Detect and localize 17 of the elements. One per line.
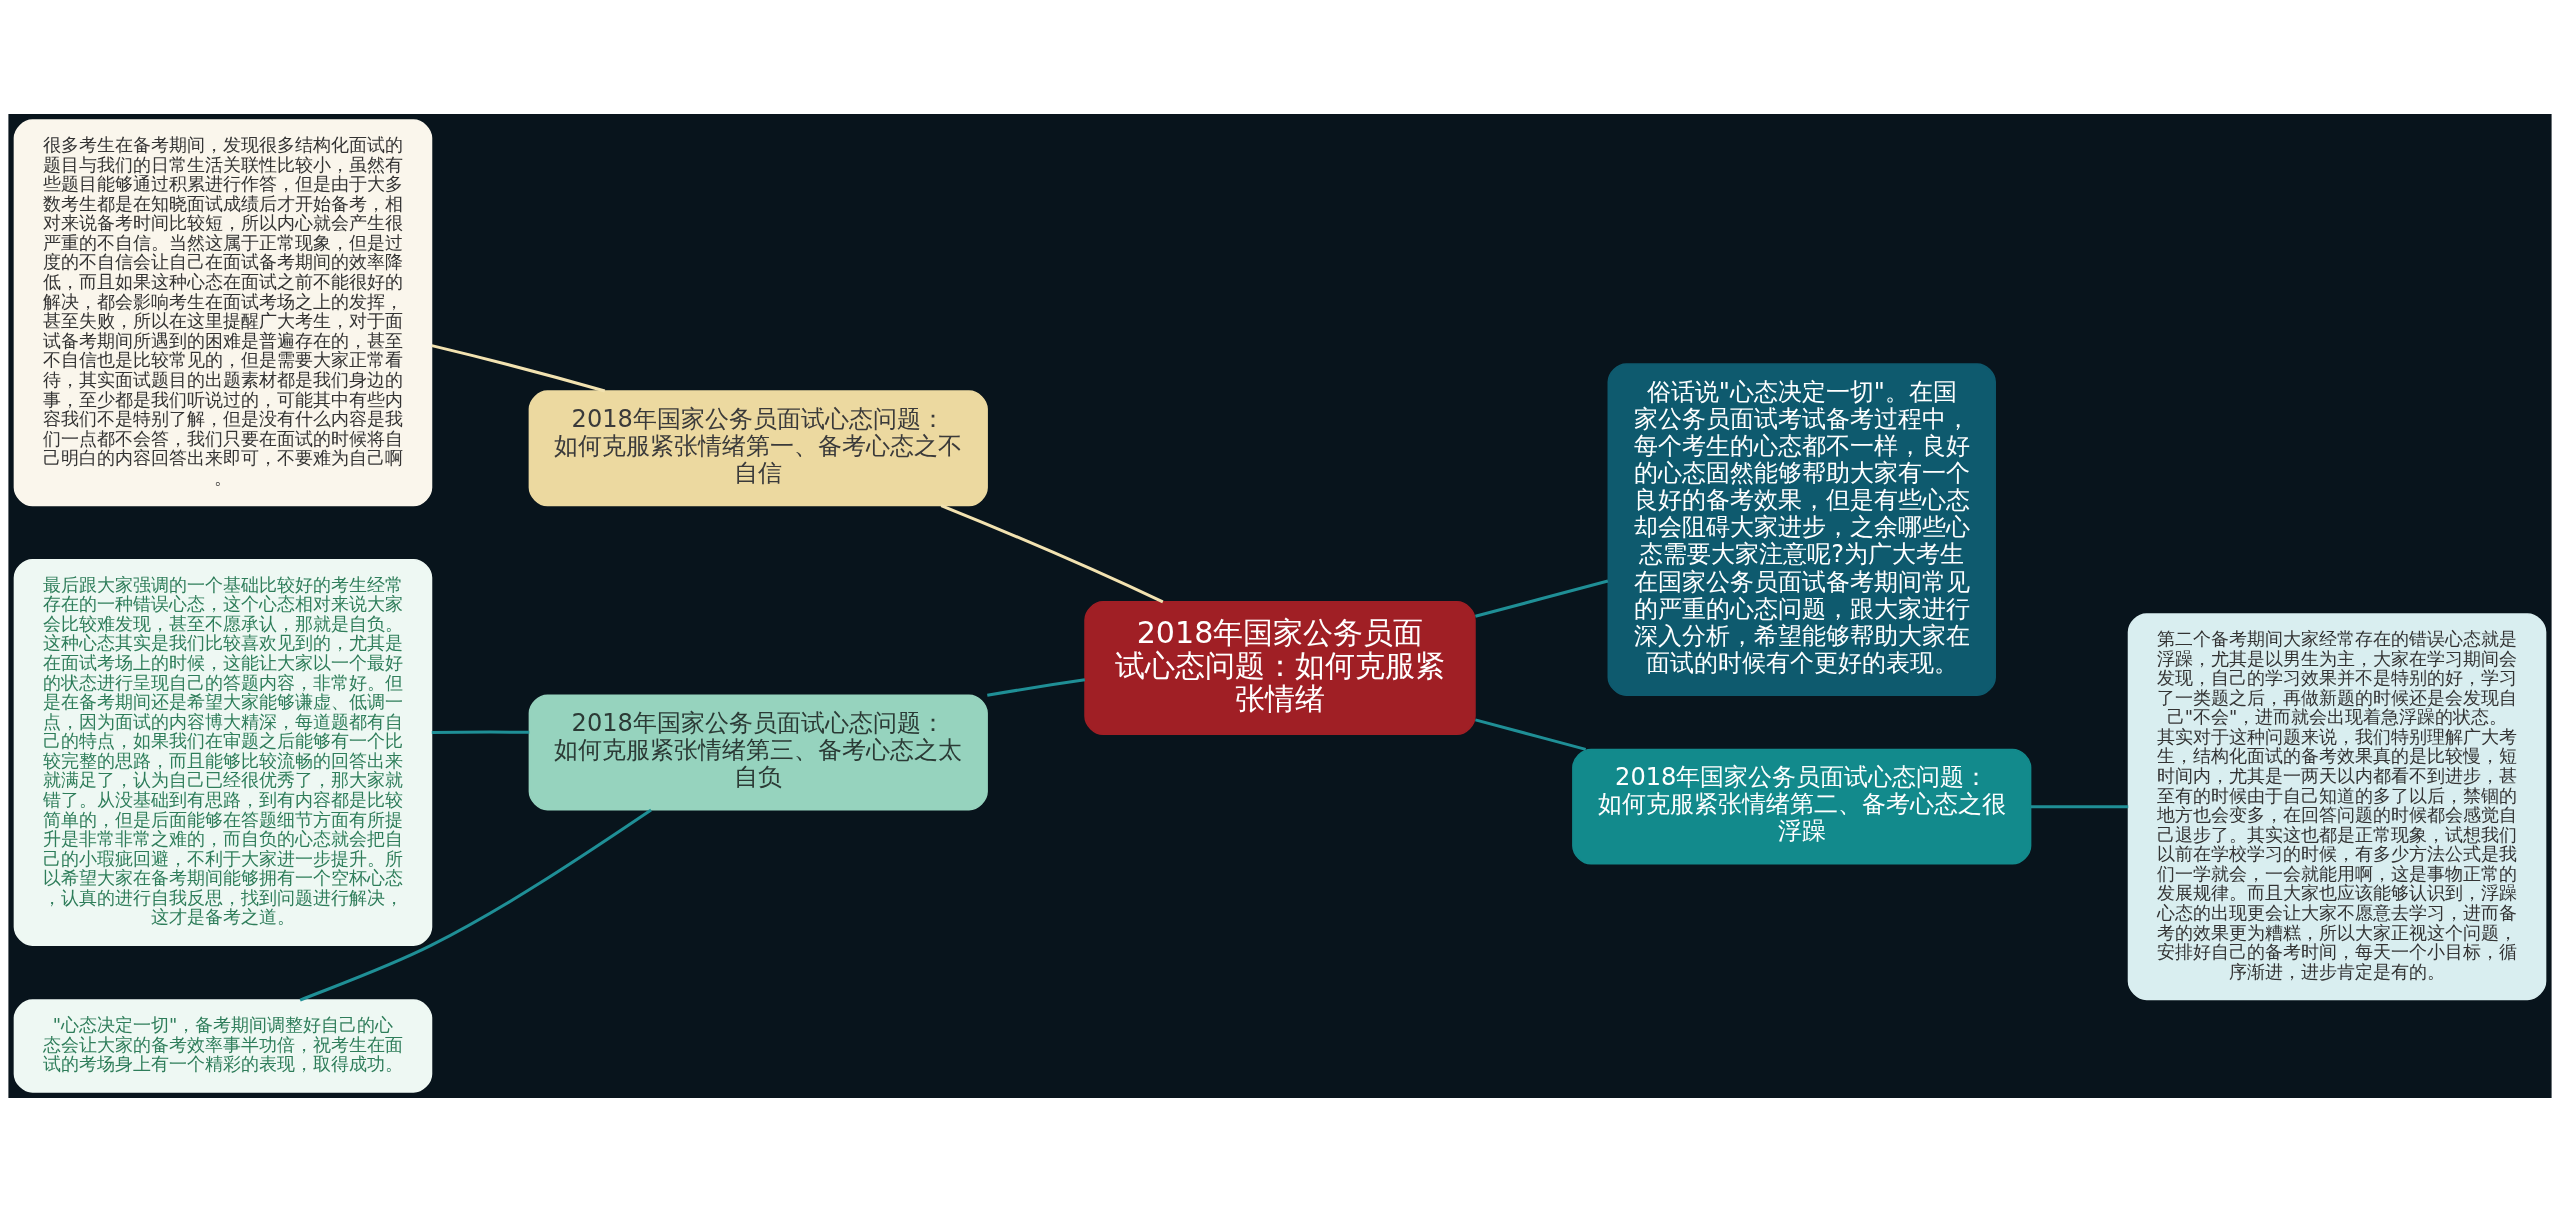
connector — [2030, 805, 2129, 809]
node-box: 2018年国家公务员面试心态问题：如何克服紧张情绪第二、备考心态之很浮躁 — [1572, 748, 2032, 865]
node-box: "心态决定一切"，备考期间调整好自己的心态会让大家的备考效率事半功倍，祝考生在面试的考场身上有一个精彩的表现，取得成功。 — [13, 999, 433, 1093]
node-box: 第二个备考期间大家经常存在的错误心态就是浮躁，尤其是以男生为主，大家在学习期间会发现，自己的学习效果并不是特别的好，学习了一类题之后，再做新题的时候还是会发现自己"不会"，进而就会出现着急浮躁的状态。其实对于这种问题来说，我们特别理解广大考生，结构化面试的备考效果真的是比较慢，短时间内，尤其是一两天以内都看不到进步，甚至有的时候由于自己知道的多了以后，禁锢的地方也会变多，在回答问题的时候都会感觉自己退步了。其实这也都是正常现象，试想我们以前在学校学习的时候，有多少方法公式是我们一学就会，一会就能用啊，这是事物正常的发展规律。而且大家也应该能够认识到，浮躁心态的出现更会让大家不愿意去学习，进而备考的效果更为糟糕，所以大家正视这个问题，安排好自己的备考时间，每天一个小目标，循序渐进，进步肯定是有的。 — [2127, 613, 2547, 1001]
node-box: 最后跟大家强调的一个基础比较好的考生经常存在的一种错误心态，这个心态相对来说大家会比较难发现，甚至不愿承认，那就是自负。这种心态其实是我们比较喜欢见到的，尤其是在面试考场上的时候，这能让大家以一个最好的状态进行呈现自己的答题内容，非常好。但是在备考期间还是希望大家能够谦虚、低调一点，因为面试的内容博大精深，每道题都有自己的特点，如果我们在审题之后能够有一个比较完整的思路，而且能够比较流畅的回答出来就满足了，认为自己已经很优秀了，那大家就错了。从没基础到有思路，到有内容都是比较简单的，但是后面能够在答题细节方面有所提升是非常非常之难的，而自负的心态就会把自己的小瑕疵回避，不利于大家进一步提升。所以希望大家在备考期间能够拥有一个空杯心态，认真的进行自我反思，找到问题进行解决，这才是备考之道。 — [13, 558, 433, 946]
connector — [1475, 579, 1609, 618]
connector — [431, 730, 530, 735]
connector — [1475, 718, 1587, 751]
connector — [940, 504, 1164, 604]
node-box: 2018年国家公务员面试心态问题：如何克服紧张情绪第三、备考心态之太自负 — [528, 694, 988, 811]
connector — [299, 808, 652, 1002]
connector — [987, 678, 1086, 697]
node-box: 俗话说"心态决定一切"。在国家公务员面试考试备考过程中，每个考生的心态都不一样，良好的心态固然能够帮助大家有一个良好的备考效果，但是有些心态却会阻碍大家进步，之余哪些心态需要大家注意呢?为广大考生在国家公务员面试备考期间常见的严重的心态问题，跟大家进行深入分析，希望能够帮助大家在面试的时候有个更好的表现。 — [1607, 363, 1996, 696]
node-box: 很多考生在备考期间，发现很多结构化面试的题目与我们的日常生活关联性比较小，虽然有些题目能够通过积累进行作答，但是由于大多数考生都是在知晓面试成绩后才开始备考，相对来说备考时间比较短，所以内心就会产生很严重的不自信。当然这属于正常现象，但是过度的不自信会让自己在面试备考期间的效率降低，而且如果这种心态在面试之前不能很好的解决，都会影响考生在面试考场之上的发挥，甚至失败，所以在这里提醒广大考生，对于面试备考期间所遇到的困难是普遍存在的，甚至不自信也是比较常见的，但是需要大家正常看待，其实面试题目的出题素材都是我们身边的事，至少都是我们听说过的，可能其中有些内容我们不是特别了解，但是没有什么内容是我们一点都不会答，我们只要在面试的时候将自己明白的内容回答出来即可，不要难为自己啊。 — [13, 119, 433, 507]
node-box: 2018年国家公务员面试心态问题：如何克服紧张情绪 — [1084, 601, 1476, 736]
node-box: 2018年国家公务员面试心态问题：如何克服紧张情绪第一、备考心态之不自信 — [528, 390, 988, 507]
connector — [431, 344, 606, 393]
